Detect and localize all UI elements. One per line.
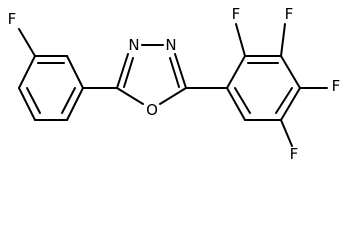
bond [159, 87, 187, 105]
bond [234, 87, 251, 114]
bond [235, 23, 246, 57]
oxygen-label: O [146, 101, 158, 119]
structure-drawing: F N N O F F F F [8, 5, 341, 162]
bond [116, 87, 144, 105]
bond [169, 57, 180, 88]
fluorine-label: F [285, 5, 294, 23]
fluorine-label: F [8, 10, 17, 28]
bond [275, 87, 293, 114]
nitrogen-label: N [165, 36, 176, 54]
bond [280, 119, 293, 147]
bond [116, 53, 129, 89]
bond [226, 87, 246, 121]
bond [280, 87, 301, 121]
nitrogen-label: N [128, 36, 139, 54]
fluorophenyl-ring [18, 28, 84, 121]
bond [18, 87, 36, 121]
bond [66, 87, 84, 121]
oxadiazole-ring [116, 44, 187, 105]
bond [174, 53, 187, 89]
fluorine-label: F [232, 5, 241, 23]
bond [66, 55, 84, 89]
bond [26, 87, 41, 114]
bond [226, 55, 246, 89]
bond [18, 28, 36, 57]
tetrafluorophenyl-ring [226, 55, 301, 121]
bond [280, 55, 301, 89]
fluorine-label: F [290, 145, 299, 162]
bond [61, 87, 76, 114]
bond [18, 55, 36, 89]
fluorine-label: F [332, 77, 341, 95]
bond [123, 57, 134, 88]
bond [280, 23, 286, 57]
